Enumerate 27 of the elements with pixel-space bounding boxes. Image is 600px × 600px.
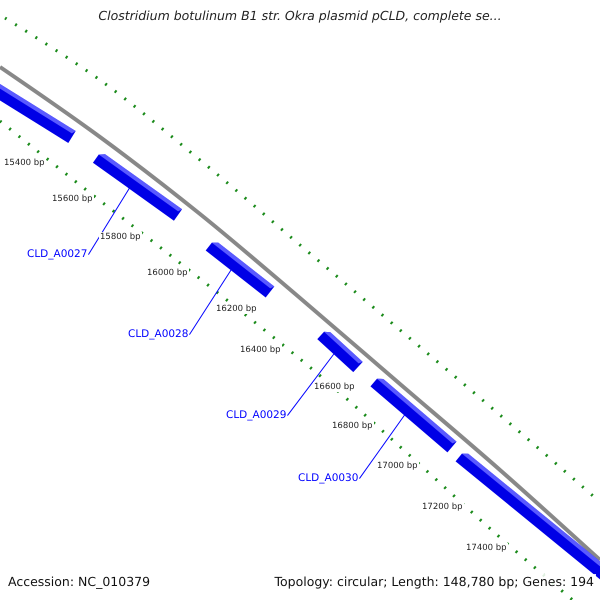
gene-feature-bar bbox=[92, 154, 182, 221]
scale-label: 17200 bp bbox=[421, 502, 464, 512]
leader-line bbox=[88, 188, 130, 256]
gene-feature-bar bbox=[370, 378, 457, 452]
leader-line bbox=[286, 354, 334, 416]
scale-label: 16200 bp bbox=[215, 304, 258, 314]
scale-label: 17000 bp bbox=[376, 461, 419, 471]
scale-label: 16000 bp bbox=[146, 268, 189, 278]
scale-label: 15800 bp bbox=[99, 232, 142, 242]
scale-label: 16400 bp bbox=[239, 345, 282, 355]
gene-feature-bar bbox=[0, 82, 76, 143]
footer-text: Topology: circular; Length: 148,780 bp; Genes: 194 bbox=[272, 574, 596, 589]
chart-title: Clostridium botulinum B1 str. Okra plasmid pCLD, complete se... bbox=[97, 8, 503, 23]
leader-line bbox=[188, 269, 232, 336]
scale-label: 15600 bp bbox=[51, 194, 94, 204]
gene-label: CLD_A0029 bbox=[226, 409, 286, 421]
gene-label: CLD_A0030 bbox=[298, 472, 358, 484]
gene-feature-bar bbox=[317, 332, 363, 372]
gene-feature-bar bbox=[206, 242, 274, 298]
scale-label: 15400 bp bbox=[3, 158, 46, 168]
scale-label: 16600 bp bbox=[313, 382, 356, 392]
footer-text: Accession: NC_010379 bbox=[6, 574, 152, 589]
scale-label: 16800 bp bbox=[331, 421, 374, 431]
gene-label: CLD_A0027 bbox=[27, 248, 88, 260]
leader-line bbox=[358, 414, 406, 480]
gene-label: CLD_A0028 bbox=[128, 328, 188, 340]
scale-label: 17400 bp bbox=[465, 543, 508, 553]
